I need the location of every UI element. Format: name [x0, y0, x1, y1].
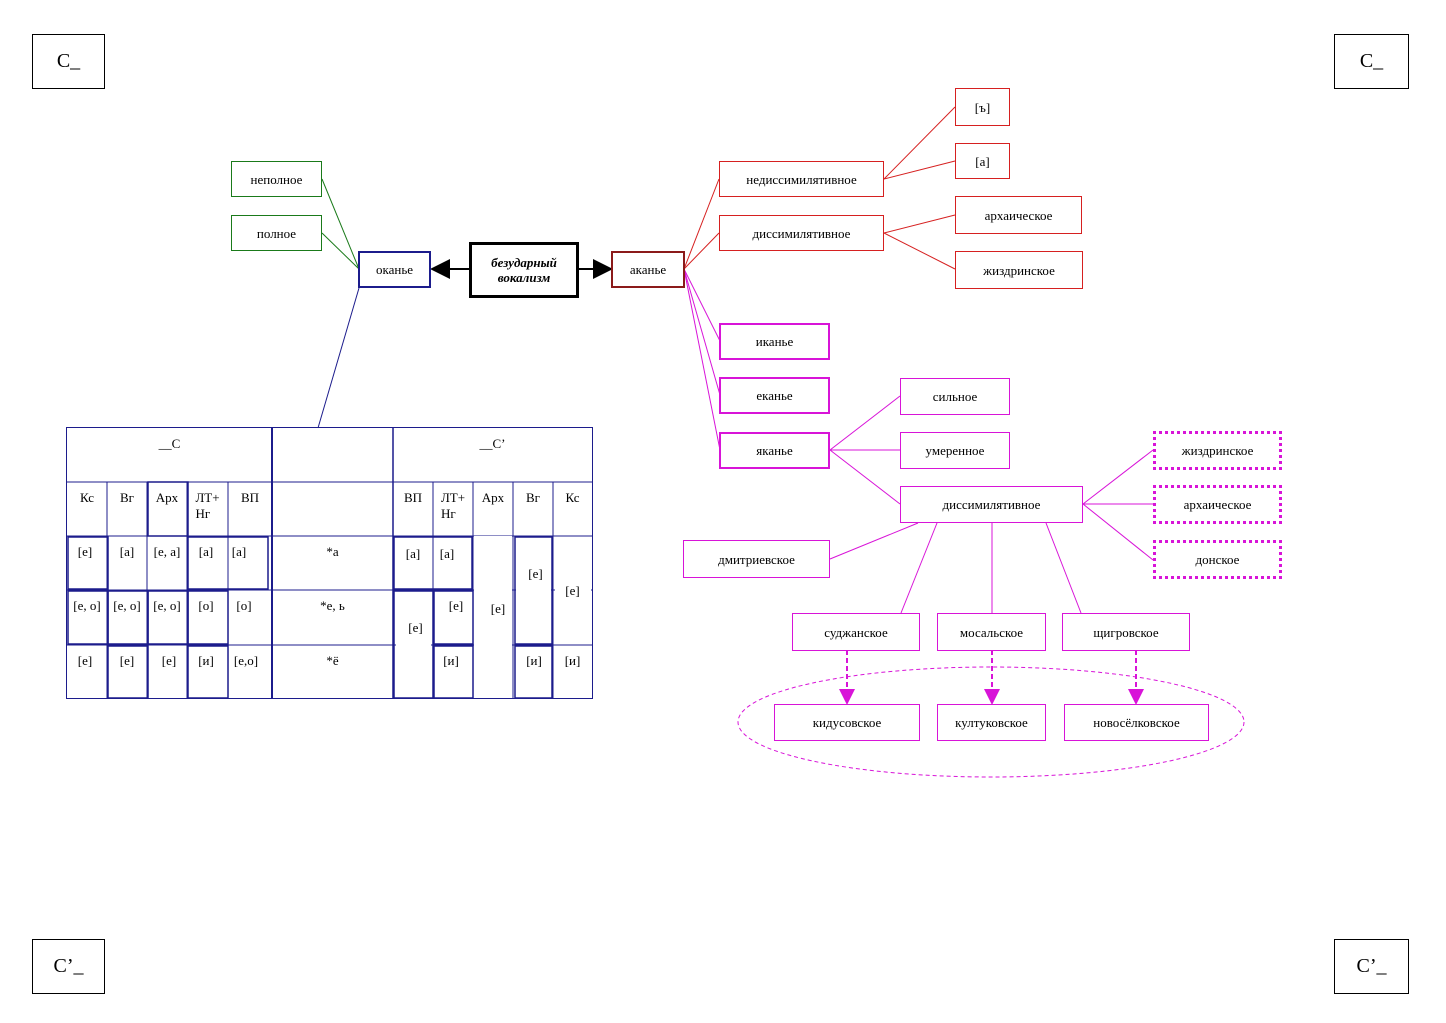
table-col-header: Кс [565, 490, 580, 505]
subtype-mosalsk: мосальское [937, 613, 1046, 651]
table-cell: [е, о] [153, 598, 181, 613]
yakanye-node: яканье [719, 432, 830, 469]
table-cell: [е] [528, 565, 543, 581]
table-cell: [е, а] [153, 544, 181, 559]
table-col-header: Кс [79, 490, 95, 505]
derived-kultukovo: култуковское [937, 704, 1046, 741]
center-node: безударный вокализм [469, 242, 579, 298]
table-cell: [и] [443, 653, 459, 668]
okanye-type-complete: полное [231, 215, 322, 251]
table-cell: [о] [198, 598, 214, 613]
table-cell: [е] [408, 619, 423, 635]
table-cell: [а] [198, 544, 214, 559]
derived-novoselkovo: новосёлковское [1064, 704, 1209, 741]
table-mid-cell: *ё [326, 653, 339, 668]
nondissim-variant-er: [ъ] [955, 88, 1010, 126]
table-cell: [е] [77, 653, 93, 668]
okanye-node: оканье [358, 251, 431, 288]
corner-top-left: C_ [32, 34, 105, 89]
table-col-header: Вг [119, 490, 134, 505]
dotted-zhizdra: жиздринское [1153, 431, 1282, 470]
table-right-header: __С’ [479, 436, 506, 451]
table-mid-cell: *а [326, 544, 339, 559]
table-col-header: ЛТ+ Нг [195, 490, 220, 521]
yakanye-dmitriev: дмитриевское [683, 540, 830, 578]
yakanye-moderate: умеренное [900, 432, 1010, 469]
corner-top-right: C_ [1334, 34, 1409, 89]
table-cell: [и] [198, 653, 214, 668]
corner-bottom-left: C’_ [32, 939, 105, 994]
table-cell: [е] [119, 653, 135, 668]
table-cell: [и] [564, 653, 581, 668]
table-col-header: Арх [155, 490, 179, 505]
table-col-header: ВП [240, 490, 260, 505]
table-cell: [а] [119, 544, 135, 559]
dotted-don: донское [1153, 540, 1282, 579]
table-mid-cell: *е, ь [320, 598, 345, 613]
table-cell: [е] [77, 544, 93, 559]
nondissim-node: недиссимилятивное [719, 161, 884, 197]
table-cell: [е] [448, 598, 464, 613]
dissim-variant-zhizdra: жиздринское [955, 251, 1083, 289]
table-cell: [е, о] [73, 598, 101, 613]
subtype-shchigry: щигровское [1062, 613, 1190, 651]
table-cell: [е] [490, 601, 506, 616]
table-cell: [а] [231, 544, 247, 559]
nondissim-variant-a: [а] [955, 143, 1010, 179]
corner-bottom-right: C’_ [1334, 939, 1409, 994]
dissim-variant-archaic: архаическое [955, 196, 1082, 234]
table-left-header: __С [158, 436, 181, 451]
table-cell: [е] [161, 653, 177, 668]
yakanye-dissim: диссимилятивное [900, 486, 1083, 523]
dissim-node: диссимилятивное [719, 215, 884, 251]
table-cell: [е, о] [113, 598, 141, 613]
table-cell: [и] [526, 653, 542, 668]
table-col-header: Арх [481, 490, 505, 505]
table-cell: [е,о] [233, 653, 259, 668]
table-col-header: Вг [525, 490, 540, 505]
subtype-sudzha: суджанское [792, 613, 920, 651]
table-col-header: ЛТ+ Нг [440, 490, 466, 521]
ekanye-node: еканье [719, 377, 830, 414]
okanye-type-incomplete: неполное [231, 161, 322, 197]
ikanye-node: иканье [719, 323, 830, 360]
table-cell: [о] [236, 598, 252, 613]
derived-kidusovo: кидусовское [774, 704, 920, 741]
yakanye-strong: сильное [900, 378, 1010, 415]
table-cell: [а] [439, 546, 455, 561]
dotted-archaic: архаическое [1153, 485, 1282, 524]
table-cell: [е] [565, 582, 580, 598]
akanye-node: аканье [611, 251, 685, 288]
table-cell: [а] [405, 546, 421, 561]
table-col-header: ВП [403, 490, 423, 505]
